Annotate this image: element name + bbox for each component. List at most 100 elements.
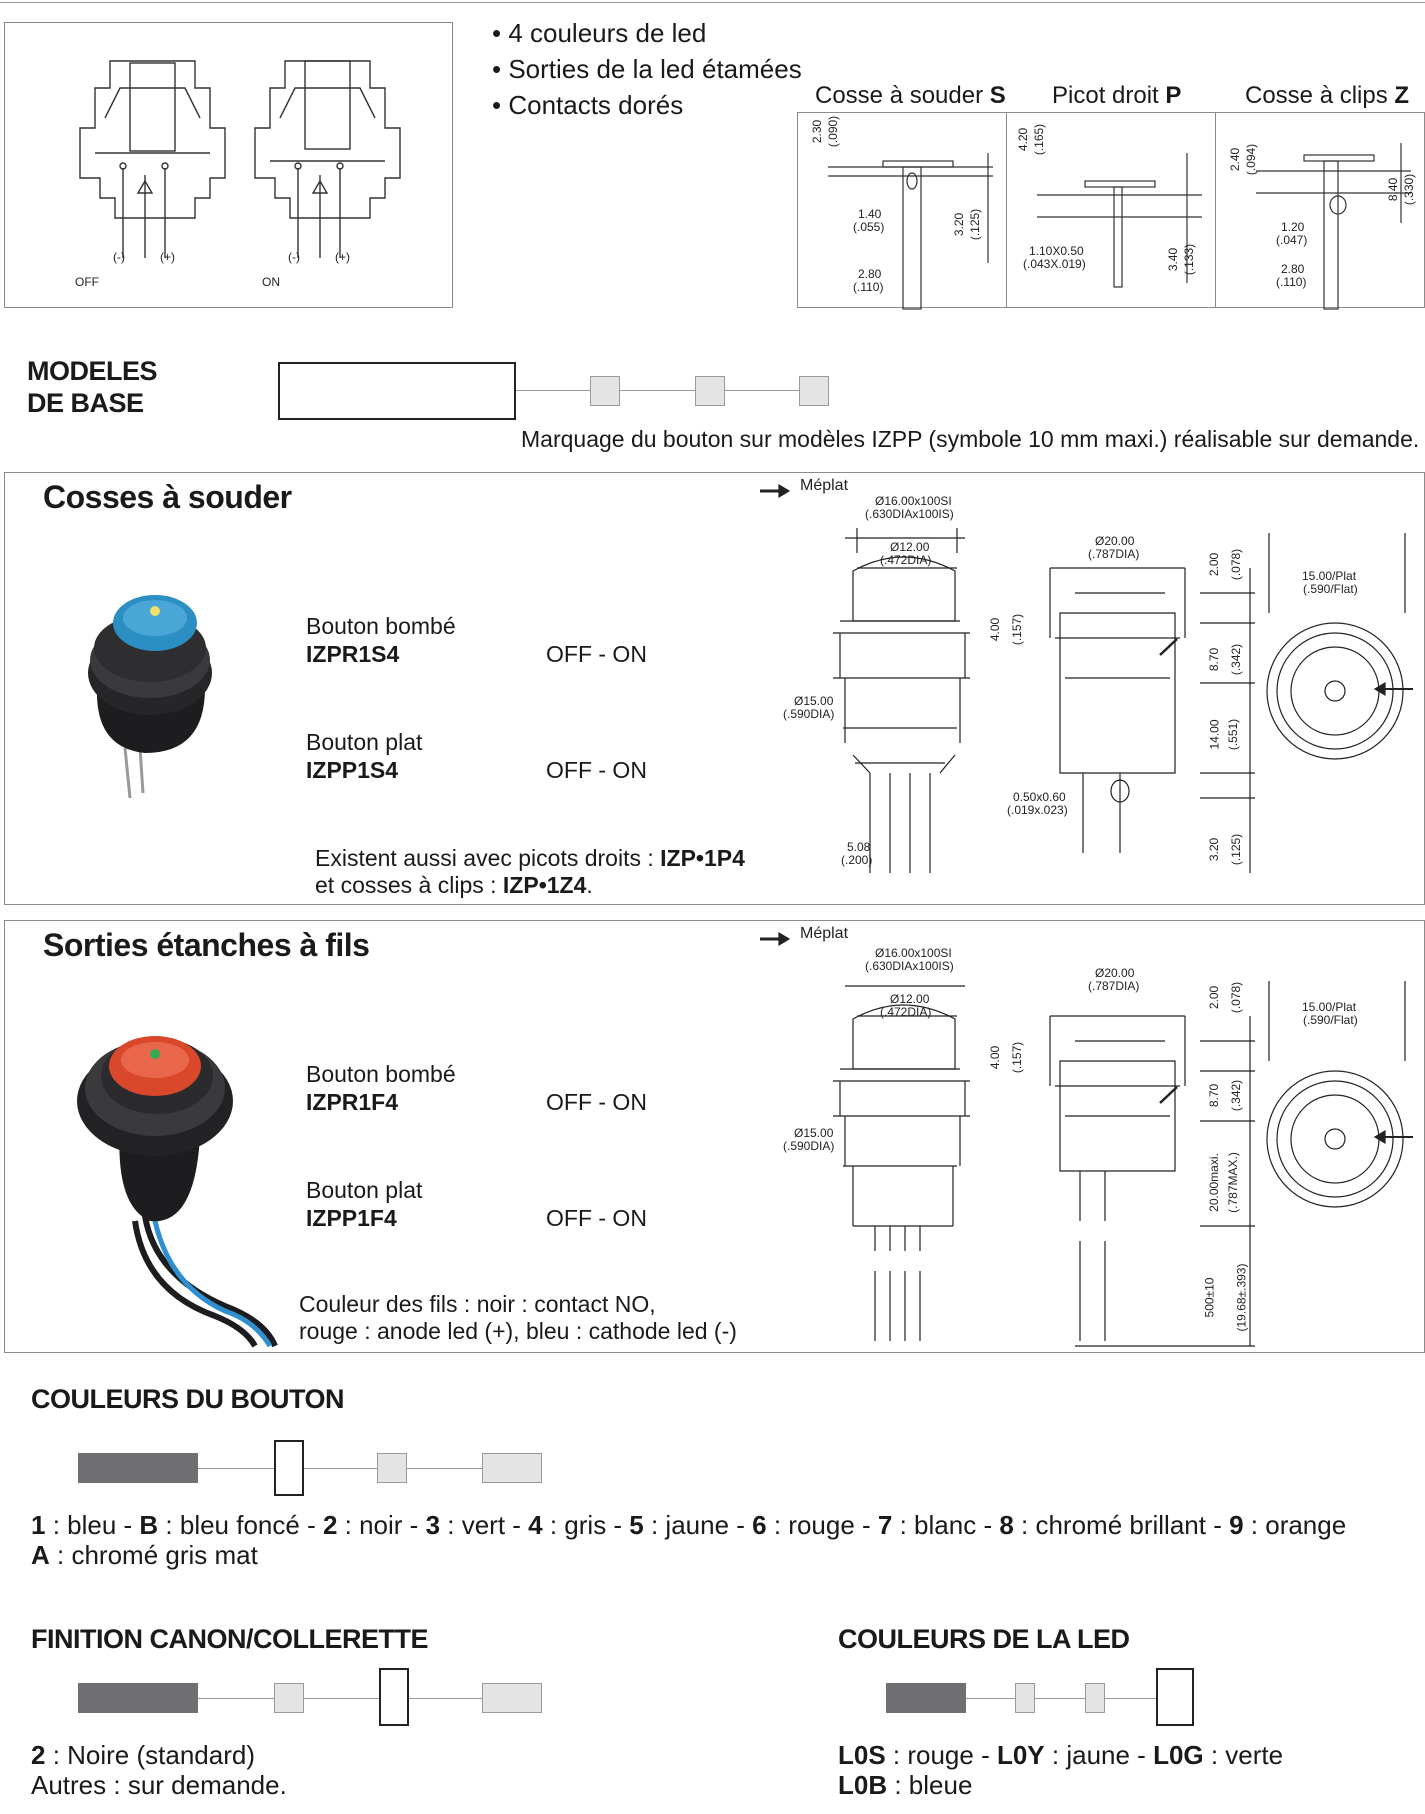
dim-label: Ø15.00: [794, 1126, 834, 1140]
dim-label: 8.70: [1207, 647, 1222, 672]
marking-note: Marquage du bouton sur modèles IZPP (sym…: [521, 426, 1420, 452]
plat-label: Bouton plat: [306, 1177, 423, 1203]
dim-label: (.342): [1229, 1079, 1244, 1112]
dim-label: (.110): [853, 280, 884, 294]
plat-label: Bouton plat: [306, 729, 423, 755]
dim-label: Ø12.00: [890, 992, 930, 1006]
dim-label: (.047): [1276, 233, 1308, 247]
dim-label: 2.30: [810, 119, 825, 144]
dimension-drawing: [760, 931, 1413, 1347]
dim-label: 500±10: [1202, 1277, 1217, 1318]
dim-label: 4.00: [988, 1045, 1003, 1070]
product-photo: [77, 1036, 278, 1348]
dim-label: (.200): [841, 853, 873, 867]
top-rule: [0, 2, 1425, 3]
modeles-title: MODELES DE BASE: [27, 356, 158, 418]
dim-label: 8.40: [1386, 177, 1401, 202]
config-slot: [1015, 1683, 1035, 1713]
dim-label: (.630DIAx100IS): [865, 507, 954, 521]
dim-label: Ø20.00: [1095, 534, 1135, 548]
product-photo: [88, 595, 212, 799]
dim-label: (.125): [1229, 833, 1244, 866]
dim-label: 0.50x0.60: [1013, 790, 1066, 804]
dim-label: 1.40: [858, 207, 882, 221]
config-slot-selected: [379, 1668, 409, 1726]
dim-label: (.590/Flat): [1303, 1013, 1358, 1027]
dim-label: (.472DIA): [880, 553, 932, 567]
variants-note: Existent aussi avec picots droits : IZP•…: [315, 845, 745, 898]
dim-label: Ø16.00x100SI: [875, 494, 952, 508]
feature-item: Sorties de la led étamées: [492, 54, 801, 84]
config-connector: [516, 390, 828, 391]
dim-label: Ø16.00x100SI: [875, 946, 952, 960]
config-connector: [78, 1698, 541, 1699]
plat-code: IZPP1F4: [306, 1205, 397, 1231]
dim-label: 4.20: [1016, 127, 1031, 152]
config-connector: [78, 1468, 541, 1469]
config-slot-filled: [886, 1683, 966, 1713]
on-plus-label: (+): [335, 250, 350, 264]
off-label: OFF: [75, 275, 99, 289]
config-slot-selected: [1156, 1668, 1194, 1726]
dim-label: 3.20: [1207, 837, 1222, 862]
dim-label: Ø12.00: [890, 540, 930, 554]
dim-label: Ø15.00: [794, 694, 834, 708]
dim-label: 3.20: [952, 212, 967, 237]
off-minus-label: (-): [113, 250, 125, 264]
wire-section: Sorties étanches à fils Bouton bombé IZP…: [4, 920, 1425, 1353]
terminal-s-drawing: 2.30 (.090) 1.40 (.055) 3.20 (.125) 2.80…: [797, 112, 1007, 310]
dim-label: (.590/Flat): [1303, 582, 1358, 596]
on-minus-label: (-): [288, 250, 300, 264]
dim-label: (.019x.023): [1007, 803, 1068, 817]
bombe-code: IZPR1S4: [306, 641, 400, 667]
config-slot: [377, 1453, 407, 1483]
finish-title: FINITION CANON/COLLERETTE: [31, 1624, 428, 1654]
config-slot-filled: [78, 1683, 198, 1713]
dim-label: (.330): [1402, 173, 1417, 206]
dim-label: 15.00/Plat: [1302, 569, 1357, 583]
dim-label: Ø20.00: [1095, 966, 1135, 980]
terminal-p-drawing: 4.20 (.165) 1.10X0.50 (.043X.019) 3.40 (…: [1006, 112, 1216, 308]
bombe-function: OFF - ON: [546, 641, 647, 667]
terminal-z-drawing: 2.40 (.094) 8.40 (.330) 1.20 (.047) 2.80…: [1215, 112, 1425, 310]
dim-label: 14.00: [1207, 719, 1222, 750]
dim-label: 20.00maxi.: [1206, 1153, 1221, 1212]
meplat-label: Méplat: [800, 925, 849, 942]
dim-label: (.078): [1229, 981, 1244, 1014]
button-colors-title: COULEURS DU BOUTON: [31, 1384, 345, 1414]
dim-label: 15.00/Plat: [1302, 1000, 1357, 1014]
section-title: Cosses à souder: [43, 479, 292, 515]
dim-label: (.055): [853, 220, 885, 234]
dim-label: 2.80: [1281, 262, 1305, 276]
terminal-z-heading: Cosse à clips Z: [1245, 82, 1410, 109]
feature-item: 4 couleurs de led: [492, 18, 802, 48]
dim-label: (.157): [1010, 1041, 1025, 1074]
dim-label: (19.68±.393): [1234, 1263, 1249, 1332]
dim-label: (.133): [1182, 243, 1197, 276]
config-slot: [274, 1683, 304, 1713]
terminal-s-heading: Cosse à souder S: [815, 82, 1006, 109]
dim-label: (.090): [826, 115, 841, 148]
bombe-code: IZPR1F4: [306, 1089, 399, 1115]
on-label: ON: [262, 275, 280, 289]
off-plus-label: (+): [160, 250, 175, 264]
dim-label: 2.00: [1207, 985, 1222, 1010]
dim-label: 3.40: [1166, 247, 1181, 272]
config-slot: [590, 376, 620, 406]
dim-label: (.078): [1229, 548, 1244, 581]
dim-label: (.787DIA): [1088, 979, 1140, 993]
model-code-box: [278, 362, 516, 420]
bombe-label: Bouton bombé: [306, 1061, 456, 1087]
finish-text: 2 : Noire (standard) Autres : sur demand…: [31, 1740, 287, 1800]
dim-label: (.110): [1276, 275, 1307, 289]
dim-label: (.551): [1226, 718, 1241, 751]
plat-function: OFF - ON: [546, 757, 647, 783]
dim-label: (.630DIAx100IS): [865, 959, 954, 973]
led-colors-title: COULEURS DE LA LED: [838, 1624, 1130, 1654]
dim-label: (.094): [1244, 143, 1259, 176]
dim-label: 1.10X0.50: [1029, 244, 1084, 258]
config-slot-filled: [78, 1453, 198, 1483]
config-slot: [799, 376, 829, 406]
dim-label: (.787DIA): [1088, 547, 1140, 561]
plat-code: IZPP1S4: [306, 757, 399, 783]
